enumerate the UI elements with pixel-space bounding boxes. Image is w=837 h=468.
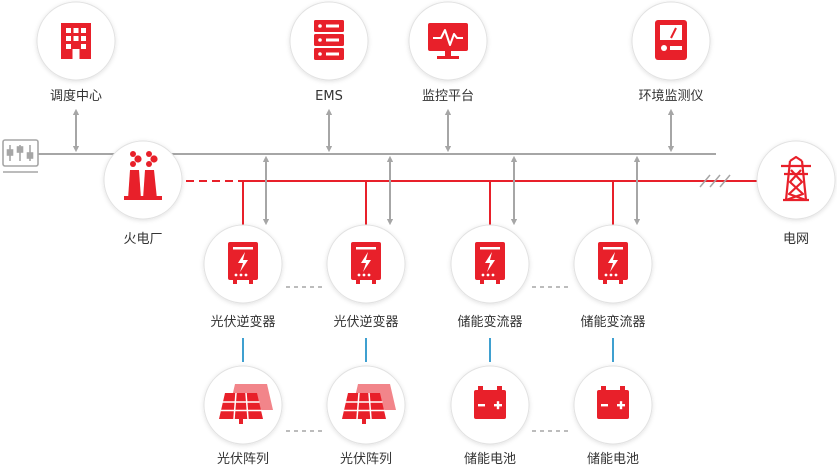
peer-links bbox=[286, 286, 572, 432]
pv-array-2-label: 光伏阵列 bbox=[339, 452, 393, 467]
inverter-icon bbox=[228, 242, 258, 284]
grid-node bbox=[756, 140, 836, 220]
monitor-platform-label: 监控平台 bbox=[421, 89, 475, 104]
pcs-1-label: 储能变流器 bbox=[457, 315, 523, 330]
ems-label: EMS bbox=[315, 89, 343, 104]
converter-power-links bbox=[242, 181, 614, 226]
monitor-icon bbox=[428, 23, 468, 59]
solar-panel-icon bbox=[342, 384, 396, 424]
inverter-icon bbox=[475, 242, 505, 284]
building-icon bbox=[61, 23, 91, 59]
battery-1-label: 储能电池 bbox=[463, 452, 517, 467]
meter-icon bbox=[655, 20, 687, 60]
dc-links bbox=[242, 338, 614, 362]
inverter-icon bbox=[351, 242, 381, 284]
node-circles bbox=[36, 1, 836, 445]
pv-array-1-label: 光伏阵列 bbox=[216, 452, 270, 467]
solar-panel-icon bbox=[219, 384, 273, 424]
battery-2-label: 储能电池 bbox=[586, 452, 640, 467]
env-monitor-label: 环境监测仪 bbox=[638, 89, 704, 104]
switchgear-icon bbox=[2, 139, 39, 173]
server-icon bbox=[314, 20, 344, 60]
grid-label: 电网 bbox=[782, 232, 810, 247]
transmission-tower-icon bbox=[781, 155, 811, 202]
battery-icon bbox=[474, 386, 506, 419]
data-link-arrows bbox=[72, 108, 675, 226]
pv-inverter-1-label: 光伏逆变器 bbox=[210, 315, 276, 330]
battery-icon bbox=[597, 386, 629, 419]
thermal-plant-node bbox=[103, 140, 183, 220]
dispatch-center-label: 调度中心 bbox=[49, 89, 103, 104]
inverter-icon bbox=[598, 242, 628, 284]
thermal-plant-label: 火电厂 bbox=[123, 232, 163, 247]
grid-line-break-mark bbox=[699, 174, 731, 188]
power-plant-icon bbox=[124, 151, 162, 200]
pv-inverter-2-label: 光伏逆变器 bbox=[333, 315, 399, 330]
pcs-2-label: 储能变流器 bbox=[580, 315, 646, 330]
